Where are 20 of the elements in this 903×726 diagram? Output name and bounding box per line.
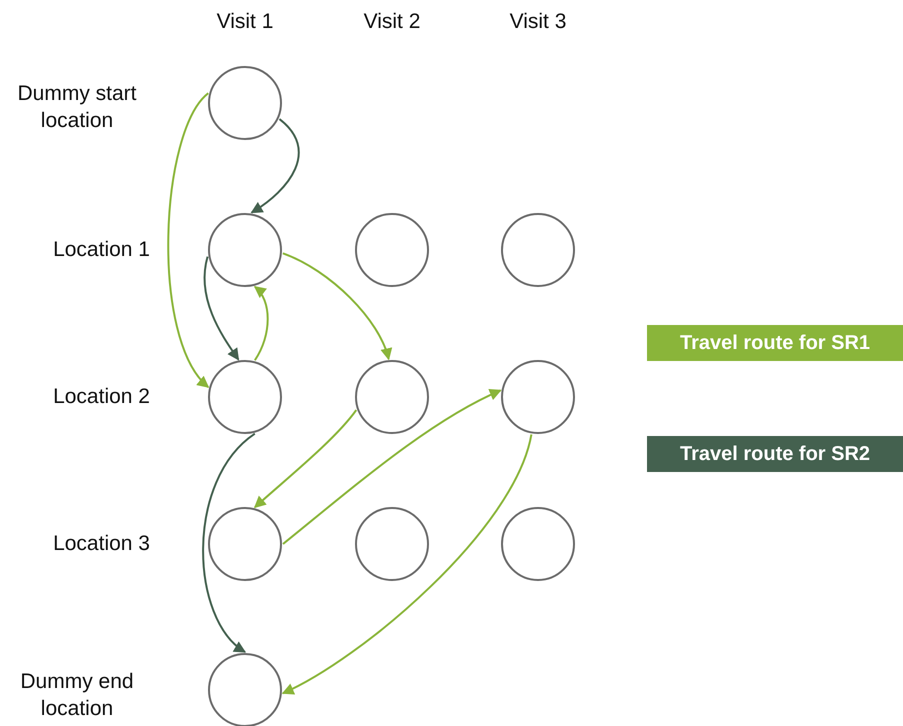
column-header: Visit 2	[362, 9, 422, 35]
row-label: Dummy end location	[19, 669, 135, 722]
arrow	[202, 432, 256, 653]
arrow	[167, 92, 210, 388]
arrow	[282, 252, 392, 360]
column-header: Visit 1	[216, 9, 274, 35]
arrow	[282, 434, 532, 694]
row-label: Location 2	[52, 384, 150, 410]
arrow	[282, 389, 502, 545]
arrow	[254, 409, 358, 508]
circle-node	[355, 360, 429, 434]
legend-key: Travel route for SR1	[647, 325, 903, 361]
row-label: Dummy start location	[16, 81, 138, 134]
column-header: Visit 3	[508, 9, 568, 35]
arrow	[254, 286, 269, 361]
row-label: Location 3	[52, 531, 150, 557]
row-label: Location 1	[52, 237, 150, 263]
legend-key: Travel route for SR2	[647, 436, 903, 472]
arrow	[204, 256, 240, 361]
arrow	[250, 118, 300, 214]
